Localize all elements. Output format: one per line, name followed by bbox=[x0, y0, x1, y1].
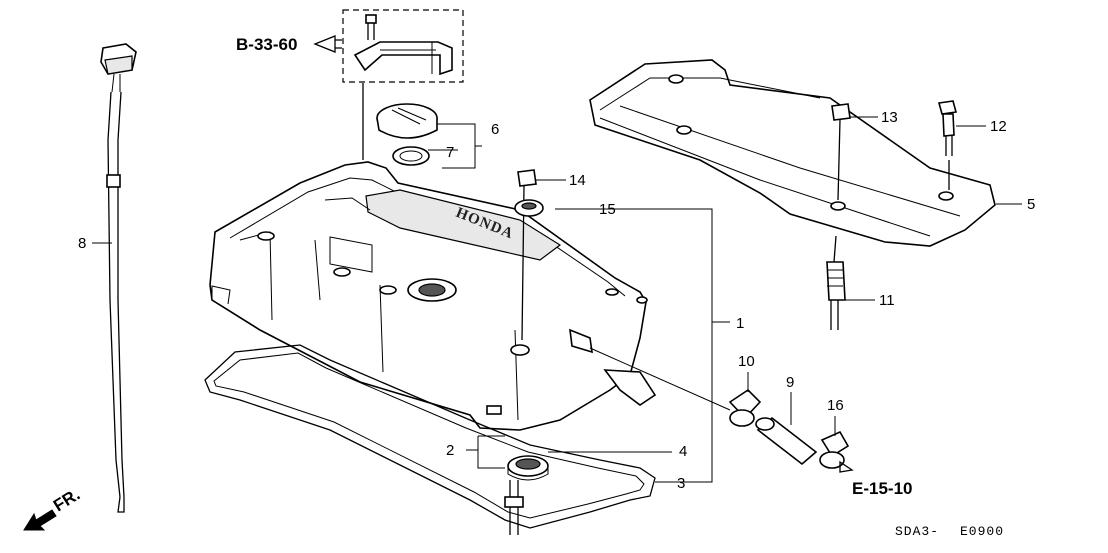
callout-15: 15 bbox=[599, 201, 616, 218]
bracket-detail bbox=[342, 9, 464, 160]
callout-12: 12 bbox=[990, 118, 1007, 135]
callout-2: 2 bbox=[446, 442, 454, 459]
grommet-washer-15 bbox=[514, 199, 544, 217]
cover-gasket bbox=[204, 344, 656, 529]
callout-9: 9 bbox=[786, 374, 794, 391]
ref-b-33-60-arrow bbox=[313, 35, 342, 53]
leader-lines bbox=[92, 116, 1022, 483]
callout-5: 5 bbox=[1027, 196, 1035, 213]
callout-4: 4 bbox=[679, 443, 687, 460]
cover-bolt-12 bbox=[937, 100, 958, 190]
diagram-code-suffix: E0900 bbox=[960, 524, 1004, 539]
dipstick-part bbox=[100, 43, 137, 513]
hose-clamp-10 bbox=[728, 388, 762, 427]
ref-label-b-33-60: B-33-60 bbox=[236, 35, 297, 54]
callout-8: 8 bbox=[78, 235, 86, 252]
oil-cap-seal bbox=[392, 146, 430, 166]
callout-7: 7 bbox=[446, 144, 454, 161]
ref-label-e-15-10: E-15-10 bbox=[852, 479, 912, 498]
callout-3: 3 bbox=[677, 475, 685, 492]
oil-filler-cap bbox=[376, 103, 438, 139]
stud-bolt-2 bbox=[504, 480, 524, 535]
spark-plug-seal bbox=[507, 455, 549, 481]
hose-clamp-16 bbox=[819, 430, 850, 469]
diagram-code-prefix: SDA3- bbox=[895, 524, 939, 539]
ref-e-15-10-arrow bbox=[839, 460, 854, 473]
callout-16: 16 bbox=[827, 397, 844, 414]
callout-10: 10 bbox=[738, 353, 755, 370]
breather-hose-9 bbox=[755, 416, 818, 466]
cylinder-head-cover bbox=[209, 161, 657, 431]
stud-bolt-11 bbox=[826, 235, 846, 330]
callout-13: 13 bbox=[881, 109, 898, 126]
callout-14: 14 bbox=[569, 172, 586, 189]
callout-6: 6 bbox=[491, 121, 499, 138]
breather-leader bbox=[589, 347, 731, 411]
front-label: FR. bbox=[50, 485, 83, 516]
cover-nut-13 bbox=[831, 103, 851, 201]
callout-11: 11 bbox=[879, 292, 895, 309]
engine-cover bbox=[589, 59, 996, 247]
front-direction-arrow bbox=[23, 509, 57, 531]
callout-1: 1 bbox=[736, 315, 744, 332]
